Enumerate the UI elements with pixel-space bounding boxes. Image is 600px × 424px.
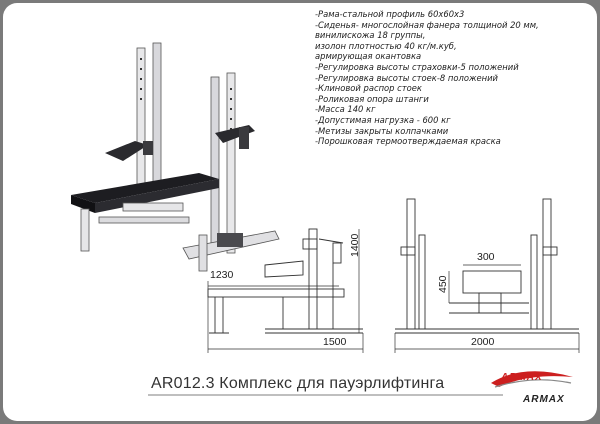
spec-item: армирующая окантовка <box>315 51 422 62</box>
brand-name-top: ARMAX <box>501 372 543 383</box>
spec-item: винилискожа 18 группы, <box>315 30 426 41</box>
spec-item: -Рама-стальной профиль 60х60х3 <box>315 9 465 19</box>
spec-item: -Метизы закрыты колпачками <box>315 125 449 136</box>
dim-bench-length: 1230 <box>210 269 234 281</box>
spec-item: -Регулировка высоты страховки-5 положени… <box>315 61 519 72</box>
spec-item: изолон плотностью 40 кг/м.куб, <box>315 40 457 51</box>
product-render <box>71 42 280 272</box>
spec-item: -Масса 140 кг <box>315 104 376 115</box>
title-rule <box>148 394 503 396</box>
spec-item: -Регулировка высоты стоек-8 положений <box>315 72 499 83</box>
page-title: AR012.3 Комплекс для пауэрлифтинга <box>151 375 445 392</box>
dim-front-inner: 300 <box>477 251 495 263</box>
brand-name-bottom: ARMAX <box>523 394 565 405</box>
brand-logo-icon <box>491 371 573 388</box>
front-view-drawing <box>394 198 580 353</box>
dim-front-width: 2000 <box>471 336 495 348</box>
spec-item: -Роликовая опора штанги <box>315 93 429 104</box>
spec-list: -Рама-стальной профиль 60х60х3 -Сиденья-… <box>315 9 539 147</box>
side-view-drawing <box>207 228 364 353</box>
drawing-sheet: -Рама-стальной профиль 60х60х3 -Сиденья-… <box>3 3 597 421</box>
spec-item: -Порошковая термоотверждаемая краска <box>315 136 501 147</box>
dim-side-length: 1500 <box>323 336 347 348</box>
spec-item: -Клиновой распор стоек <box>315 83 422 94</box>
spec-item: -Сиденья- многослойная фанера толщиной 2… <box>315 19 539 30</box>
spec-item: -Допустимая нагрузка - 600 кг <box>315 114 451 125</box>
